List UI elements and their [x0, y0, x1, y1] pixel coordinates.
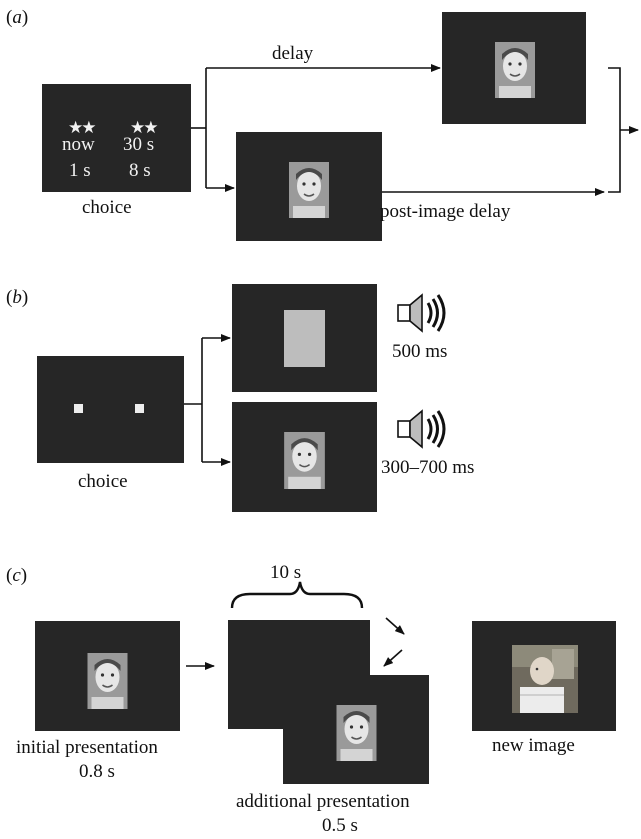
toward-additional-arrow	[385, 617, 405, 635]
face-photo	[336, 705, 377, 761]
additional-presentation-screen	[283, 675, 429, 784]
delayed-image-screen	[442, 12, 586, 124]
new-image-label: new image	[492, 735, 575, 756]
new-image-screen	[472, 621, 616, 731]
left-option-dot	[74, 404, 83, 413]
initial-presentation-screen	[35, 621, 180, 731]
left-duration: 1 s	[69, 160, 91, 181]
speaker-icon	[397, 409, 446, 449]
choice-label-a: choice	[82, 197, 132, 218]
merge-bracket	[608, 67, 621, 193]
immediate-image-screen	[236, 132, 382, 241]
face-photo	[289, 162, 329, 218]
choice-screen-b	[37, 356, 184, 463]
post-image-delay-label: post-image delay	[380, 201, 511, 222]
initial-duration: 0.8 s	[79, 761, 115, 782]
later-label: 30 s	[123, 134, 155, 155]
right-duration: 8 s	[129, 160, 151, 181]
panel-b-label: (b)	[6, 287, 29, 308]
bottom-sound-duration: 300–700 ms	[381, 457, 475, 478]
additional-duration: 0.5 s	[322, 815, 358, 836]
speaker-icon	[397, 293, 446, 333]
face-photo	[87, 653, 128, 709]
face-stimulus-screen	[232, 402, 377, 512]
panel-c-label: (c)	[6, 565, 28, 586]
top-sound-duration: 500 ms	[392, 341, 448, 362]
choice-screen-a: ★★ ★★ now 30 s 1 s 8 s	[42, 84, 191, 192]
initial-presentation-label: initial presentation	[16, 737, 158, 758]
delay-label: delay	[272, 43, 314, 64]
additional-presentation-label: additional presentation	[236, 791, 410, 812]
stars-right: ★★	[130, 118, 159, 137]
blank-stimulus-screen	[232, 284, 377, 392]
panel-a-label: (a)	[6, 7, 29, 28]
face-photo	[284, 432, 325, 489]
back-to-interval-arrow	[383, 649, 403, 667]
new-face-photo	[512, 645, 578, 713]
right-option-dot	[135, 404, 144, 413]
face-photo	[495, 42, 535, 98]
stars-left: ★★	[68, 118, 97, 137]
now-label: now	[62, 134, 95, 155]
choice-label-b: choice	[78, 471, 128, 492]
interval-brace	[230, 581, 364, 609]
blank-stimulus	[284, 310, 325, 367]
interval-label: 10 s	[270, 562, 302, 583]
